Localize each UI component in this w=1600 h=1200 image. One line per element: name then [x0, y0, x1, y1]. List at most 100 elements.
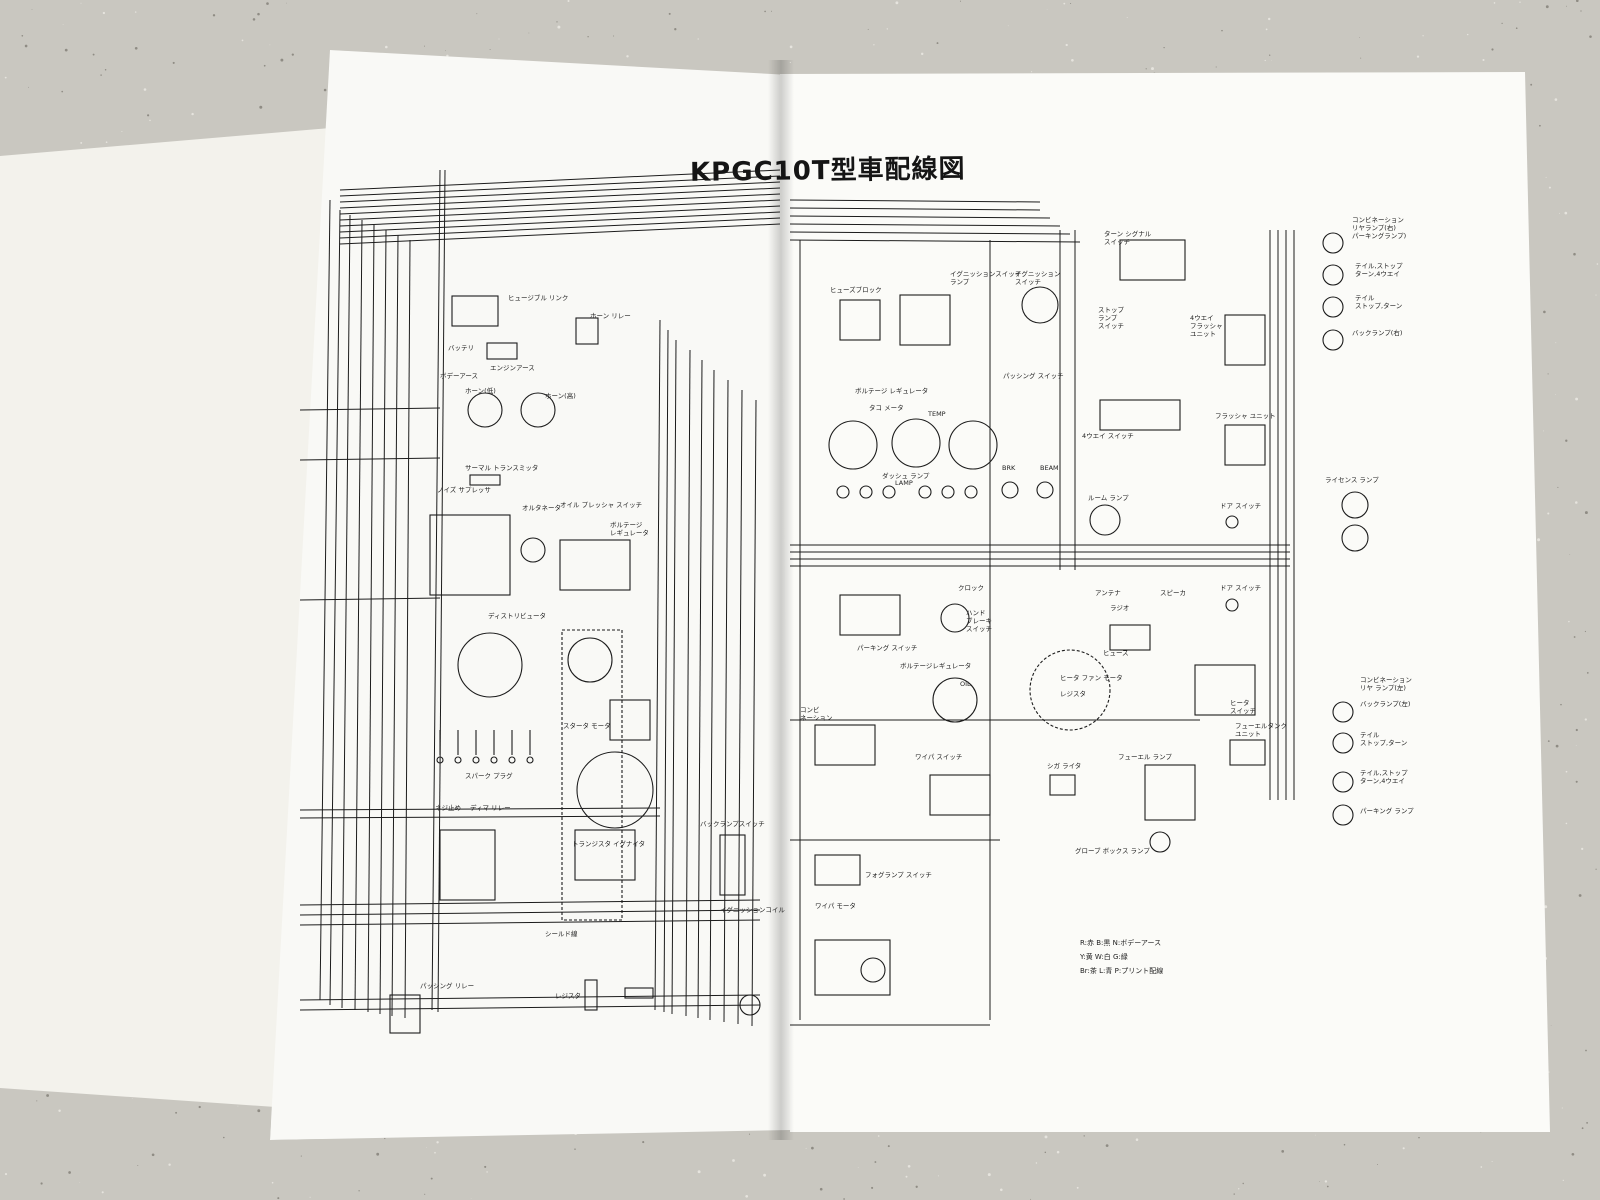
speckle-dot [92, 53, 95, 56]
speckle-dot [887, 1145, 890, 1148]
speckle-dot [745, 1194, 749, 1198]
speckle-dot [484, 1165, 487, 1168]
speckle-dot [64, 48, 68, 52]
label-turn-signal-switch: ターン シグナルスイッチ [1104, 229, 1152, 246]
speckle-dot [101, 1191, 104, 1194]
speckle-dot [263, 64, 266, 67]
speckle-dot [1163, 46, 1165, 49]
legend-line-1: R:赤 B:黒 N:ボデーアース [1080, 939, 1162, 947]
speckle-dot [1343, 1143, 1346, 1146]
speckle-dot [805, 1147, 807, 1149]
speckle-dot [269, 44, 271, 46]
label-clock: クロック [958, 584, 984, 592]
four-way-flasher-unit-box [1224, 314, 1266, 366]
speckle-dot [1215, 66, 1217, 68]
speckle-dot [1105, 1144, 1109, 1147]
speckle-dot [147, 114, 150, 117]
label-starter-motor: スタータ モータ [563, 721, 611, 730]
speckle-dot [291, 53, 294, 56]
heater-switch-box [1194, 664, 1256, 716]
speckle-dot [1242, 1182, 1244, 1185]
speckle-dot [1265, 28, 1268, 31]
speckle-dot [1561, 1107, 1563, 1109]
speckle-dot [212, 14, 216, 17]
label-fuel-tank-unit: フューエルタンクユニット [1235, 721, 1287, 738]
label-combination-switch: コンビネーション [800, 705, 832, 722]
speckle-dot [1480, 1166, 1483, 1168]
speckle-dot [697, 1170, 701, 1174]
glove-box-lamp-icon [1149, 831, 1171, 853]
speckle-dot [1543, 310, 1546, 314]
shield-wire-frame [561, 629, 623, 921]
speckle-dot [1515, 27, 1518, 30]
speckle-dot [1126, 17, 1128, 18]
speckle-dot [1586, 672, 1589, 674]
license-lamp-1-icon [1341, 491, 1369, 519]
vertical-bundle-left [319, 169, 757, 1027]
right-page [780, 72, 1550, 1132]
speckle-dot [1557, 486, 1559, 488]
speckle-dot [1491, 1160, 1493, 1163]
speckle-dot [1547, 373, 1549, 375]
speckle-dot [959, 0, 962, 2]
door-switch-2-icon [1225, 598, 1239, 612]
speckle-dot [789, 45, 793, 49]
speckle-dot [486, 1171, 488, 1173]
speckle-dot [358, 1190, 360, 1192]
voltage-regulator-box [559, 539, 631, 591]
color-legend: R:赤 B:黒 N:ボデーアース Y:黄 W:白 G:緑 Br:茶 L:青 P:… [1080, 936, 1163, 978]
label-resistor: レジスタ [555, 991, 581, 1000]
speckle-dot [668, 12, 671, 15]
parking-switch-box [839, 594, 901, 636]
label-glove-box-lamp: グローブ ボックス ランプ [1075, 846, 1150, 855]
speckle-dot [1575, 728, 1578, 732]
horn-relay-box [575, 317, 599, 345]
speckle-dot [1596, 263, 1599, 265]
speckle-dot [1422, 35, 1424, 37]
ignition-coil-icon [739, 994, 761, 1016]
speckle-dot [31, 9, 33, 11]
speckle-dot [1580, 10, 1582, 12]
speckle-dot [771, 10, 772, 12]
speckle-dot [436, 1141, 439, 1144]
parking-lamp-icon [1332, 804, 1354, 826]
cross-wires-left [299, 407, 761, 1011]
speckle-dot [567, 0, 570, 2]
label-tail-stop-turn-4way: テイル,ストップターン,4ウエイ [1355, 262, 1403, 278]
label-brk: BRK [1002, 464, 1016, 472]
label-tail-stop-turn-l: テイルストップ,ターン [1360, 731, 1407, 747]
speckle-dot [1046, 8, 1048, 10]
left-blank-sheet [0, 128, 330, 1108]
label-tail-stop-turn: テイルストップ,ターン [1355, 294, 1402, 310]
label-horn-high: ホーン(高) [545, 391, 576, 400]
label-engine-earth: エンジンアース [490, 364, 535, 372]
rear-lamp-l-2-icon [1332, 732, 1354, 754]
dash-lamp-bulbs [836, 481, 1054, 499]
legend-line-3: Br:茶 L:青 P:プリント配線 [1080, 967, 1164, 975]
cigar-lighter-box [1049, 774, 1076, 796]
speckle-dot [426, 1147, 428, 1149]
label-lamp: LAMP [895, 479, 913, 487]
label-passing-switch: パッシング スイッチ [1003, 371, 1064, 380]
speckle-dot [1568, 620, 1570, 623]
heater-fan-motor-icon [1029, 649, 1111, 731]
speckle-dot [1537, 538, 1541, 542]
label-license-lamp: ライセンス ランプ [1325, 476, 1379, 484]
speckle-dot [528, 32, 530, 34]
speckle-dot [1584, 511, 1588, 515]
rear-lamp-r-1-icon [1322, 232, 1344, 254]
speckle-dot [1584, 630, 1586, 633]
speckle-dot [557, 25, 561, 29]
speckle-dot [1135, 1138, 1139, 1141]
speckle-dot [1519, 1, 1521, 3]
speckle-dot [874, 1161, 877, 1163]
label-voltage-regulator-2: ボルテージレギュレータ [900, 661, 971, 670]
speckle-dot [137, 1165, 139, 1166]
speckle-dot [121, 130, 123, 133]
speckle-dot [143, 88, 147, 91]
speckle-dot [376, 1152, 380, 1156]
label-dash-lamp: ダッシュ ランプ [882, 471, 930, 480]
label-alternator: オルタネータ [522, 503, 561, 512]
speckle-dot [1547, 740, 1550, 742]
speckle-dot [1233, 1193, 1235, 1195]
